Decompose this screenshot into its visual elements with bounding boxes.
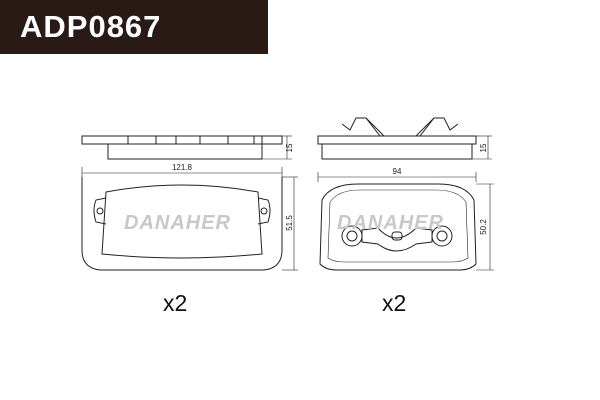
right-pad-side-view <box>317 117 492 160</box>
right-thickness-dim: 15 <box>479 143 488 152</box>
right-height-dim: 50.2 <box>479 219 488 235</box>
right-watermark: DANAHER <box>337 212 444 234</box>
left-width-dim: 121.8 <box>172 163 193 172</box>
left-quantity: x2 <box>163 290 187 316</box>
part-number-title: ADP0867 <box>20 9 162 44</box>
left-pad-front-view <box>81 167 298 271</box>
left-watermark: DANAHER <box>124 212 231 234</box>
right-pad-front-view <box>317 172 494 271</box>
right-quantity: x2 <box>382 290 406 316</box>
title-bar: ADP0867 <box>0 0 268 54</box>
left-pad-side-view <box>81 135 292 160</box>
right-width-dim: 94 <box>393 167 402 176</box>
left-height-dim: 51.5 <box>285 215 294 231</box>
left-thickness-dim: 15 <box>285 143 294 152</box>
